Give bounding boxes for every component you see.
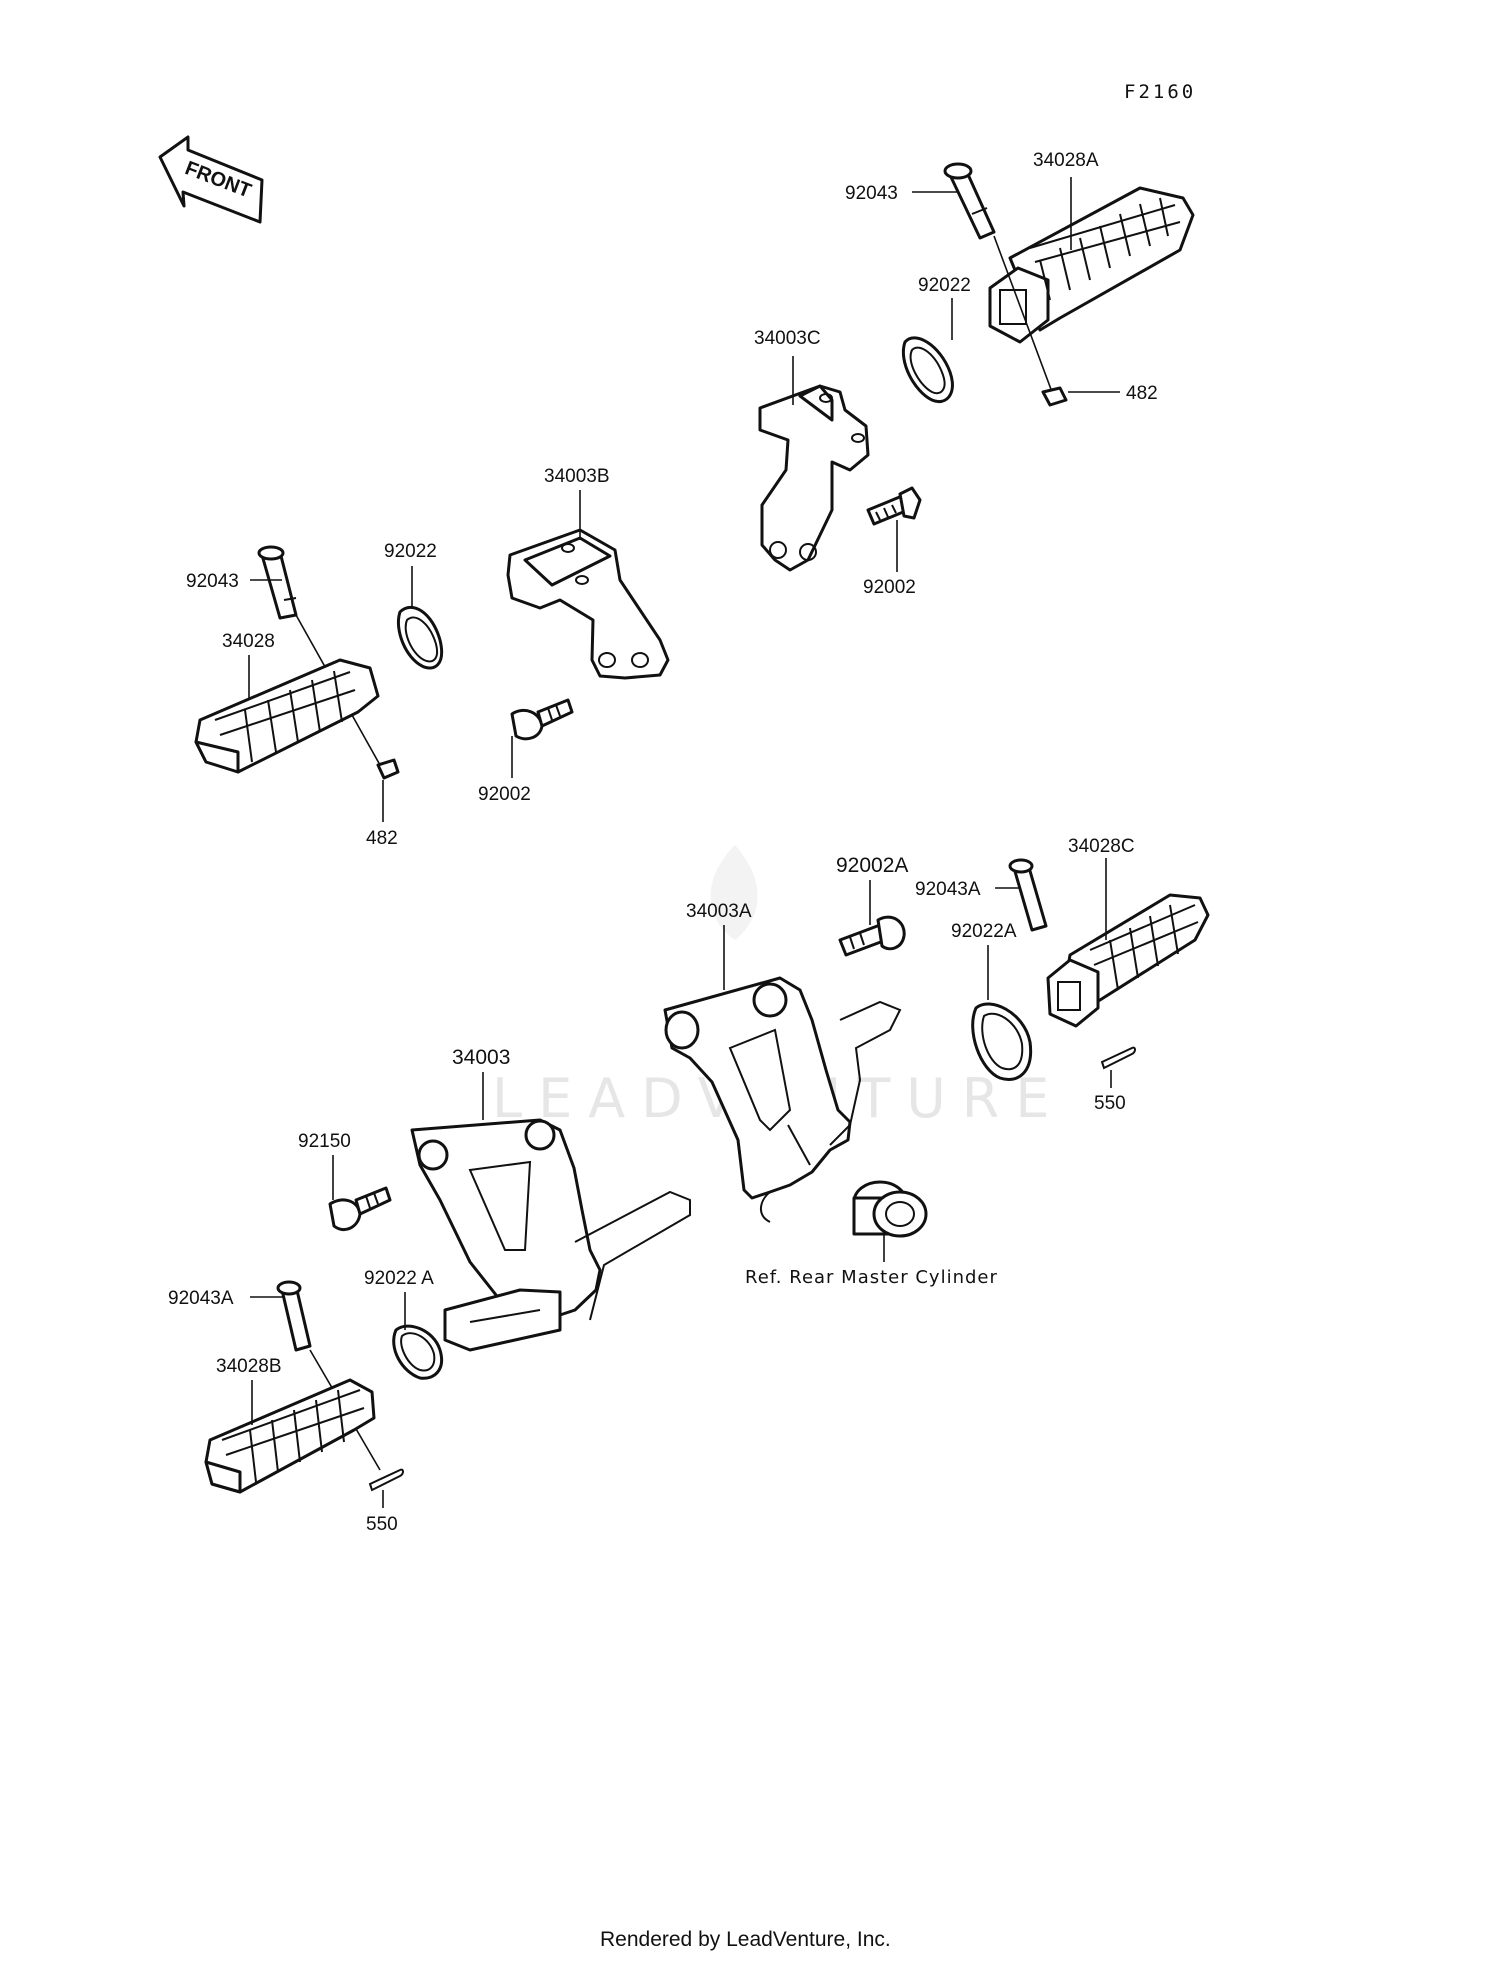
label-top-right-pin: 92043: [845, 183, 898, 204]
label-top-right-footpeg: 34028A: [1033, 150, 1099, 171]
footer-credit: Rendered by LeadVenture, Inc.: [600, 1928, 891, 1951]
washer-92022A-left: [392, 1324, 443, 1380]
bolt-92002-top-right: [866, 486, 922, 526]
footpeg-34028C: [1046, 893, 1210, 1028]
master-cylinder-collar: [852, 1180, 928, 1238]
clip-482-top-right: [1041, 386, 1068, 407]
bolt-92150: [328, 1186, 392, 1231]
label-bottom-right-clip: 550: [1094, 1093, 1126, 1114]
label-bottom-left-clip: 550: [366, 1514, 398, 1535]
front-arrow-icon: FRONT: [158, 135, 264, 224]
label-bottom-right-bracket: 34003A: [686, 901, 752, 922]
label-top-left-clip: 482: [366, 828, 398, 849]
label-top-left-bracket: 34003B: [544, 466, 610, 487]
pin-92043-top-left: [257, 545, 298, 620]
bracket-34003B: [506, 528, 670, 680]
leader-lines: [248, 177, 1120, 1508]
clip-550-bottom-left: [368, 1468, 404, 1492]
bolt-92002-top-left: [510, 698, 574, 741]
footpeg-34028A: [988, 186, 1195, 344]
bracket-34003A: [663, 976, 902, 1223]
washer-92022A-right: [971, 1002, 1033, 1081]
label-bottom-left-pin: 92043A: [168, 1288, 234, 1309]
label-bottom-right-footpeg: 34028C: [1068, 836, 1135, 857]
pin-92043-top-right: [943, 162, 996, 240]
label-top-right-bracket: 34003C: [754, 328, 821, 349]
label-top-right-clip: 482: [1126, 383, 1158, 404]
washer-92022-top-left: [397, 605, 443, 670]
label-bottom-right-bolt: 92002A: [836, 854, 908, 877]
label-bottom-right-pin: 92043A: [915, 879, 981, 900]
diagram-code: F2160: [1124, 81, 1196, 103]
pin-92043A-bottom-left: [276, 1280, 312, 1352]
clip-482-top-left: [376, 758, 400, 780]
label-top-right-washer: 92022: [918, 275, 971, 296]
reference-note: Ref. Rear Master Cylinder: [745, 1267, 998, 1288]
watermark-flame-icon: [710, 845, 758, 940]
bolt-92002A: [838, 915, 906, 957]
label-bottom-left-bolt: 92150: [298, 1131, 351, 1152]
washer-92022-top-right: [902, 336, 954, 403]
label-top-left-washer: 92022: [384, 541, 437, 562]
bracket-34003C: [758, 384, 870, 572]
pin-axis-line: [993, 235, 1053, 393]
pin-92043A-bottom-right: [1008, 858, 1048, 932]
label-top-right-bolt: 92002: [863, 577, 916, 598]
label-bottom-left-washer: 92022 A: [364, 1268, 434, 1289]
label-top-left-footpeg: 34028: [222, 631, 275, 652]
footpeg-34028: [194, 658, 380, 774]
label-top-left-bolt: 92002: [478, 784, 531, 805]
label-top-left-pin: 92043: [186, 571, 239, 592]
bracket-34003: [410, 1118, 691, 1352]
clip-550-bottom-right: [1100, 1046, 1136, 1070]
footpeg-34028B: [204, 1378, 376, 1494]
grip-pattern-34028A: [1029, 197, 1181, 301]
label-bottom-left-footpeg: 34028B: [216, 1356, 282, 1377]
label-bottom-left-bracket: 34003: [452, 1046, 510, 1069]
label-bottom-right-washer: 92022A: [951, 921, 1017, 942]
